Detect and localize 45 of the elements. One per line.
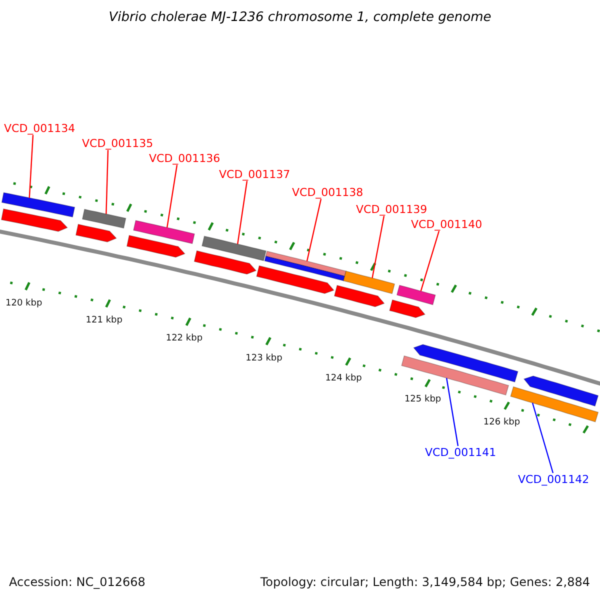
- leader-line: [372, 216, 385, 278]
- gene-label: VCD_001134: [4, 122, 76, 135]
- scale-label: 126 kbp: [483, 418, 520, 429]
- gene-label: VCD_001138: [292, 186, 364, 199]
- scale-label: 121 kbp: [86, 316, 122, 327]
- leader-line: [532, 402, 554, 474]
- leader-line: [166, 164, 178, 228]
- leader-line: [306, 198, 322, 262]
- leader-line: [237, 180, 248, 244]
- gene-feature: [194, 250, 257, 275]
- gene-label: VCD_001140: [411, 218, 482, 231]
- gene-label: VCD_001141: [425, 446, 496, 459]
- gene-label: VCD_001136: [149, 152, 220, 165]
- gene-label: VCD_001137: [219, 168, 290, 181]
- gene-bar: [82, 208, 126, 229]
- scale-label: 122 kbp: [166, 334, 203, 345]
- gene-feature: [126, 234, 186, 258]
- gene-bar: [343, 270, 396, 294]
- gene-feature: [523, 376, 599, 407]
- gene-bar: [396, 284, 436, 306]
- scale-label: 120 kbp: [6, 298, 42, 310]
- gene-bar: [401, 355, 510, 396]
- gene-label: VCD_001139: [356, 203, 428, 216]
- gene-feature: [256, 265, 334, 294]
- scale-label: 123 kbp: [246, 353, 282, 364]
- gene-bar: [264, 250, 346, 282]
- gene-feature: [0, 208, 68, 232]
- gene-bar: [1, 192, 76, 218]
- gene-bar: [133, 220, 195, 244]
- gene-feature: [75, 224, 117, 242]
- leader-line: [446, 378, 459, 446]
- leader-line: [28, 134, 34, 198]
- gene-label: VCD_001135: [82, 137, 154, 150]
- scale-label: 125 kbp: [404, 394, 442, 406]
- gene-label: VCD_001142: [518, 473, 590, 486]
- gene-feature: [334, 284, 385, 308]
- leader-line: [106, 150, 109, 214]
- gene-bar: [202, 236, 266, 262]
- title: Vibrio cholerae MJ-1236 chromosome 1, complete genome: [108, 10, 492, 26]
- gene-feature: [389, 299, 426, 318]
- accession-text: Accession: NC_012668: [9, 575, 146, 590]
- leader-line: [420, 230, 440, 292]
- scale-label: 124 kbp: [325, 374, 362, 385]
- gene-feature: [413, 344, 518, 382]
- genome-summary-text: Topology: circular; Length: 3,149,584 bp; Genes: 2,884: [260, 575, 590, 590]
